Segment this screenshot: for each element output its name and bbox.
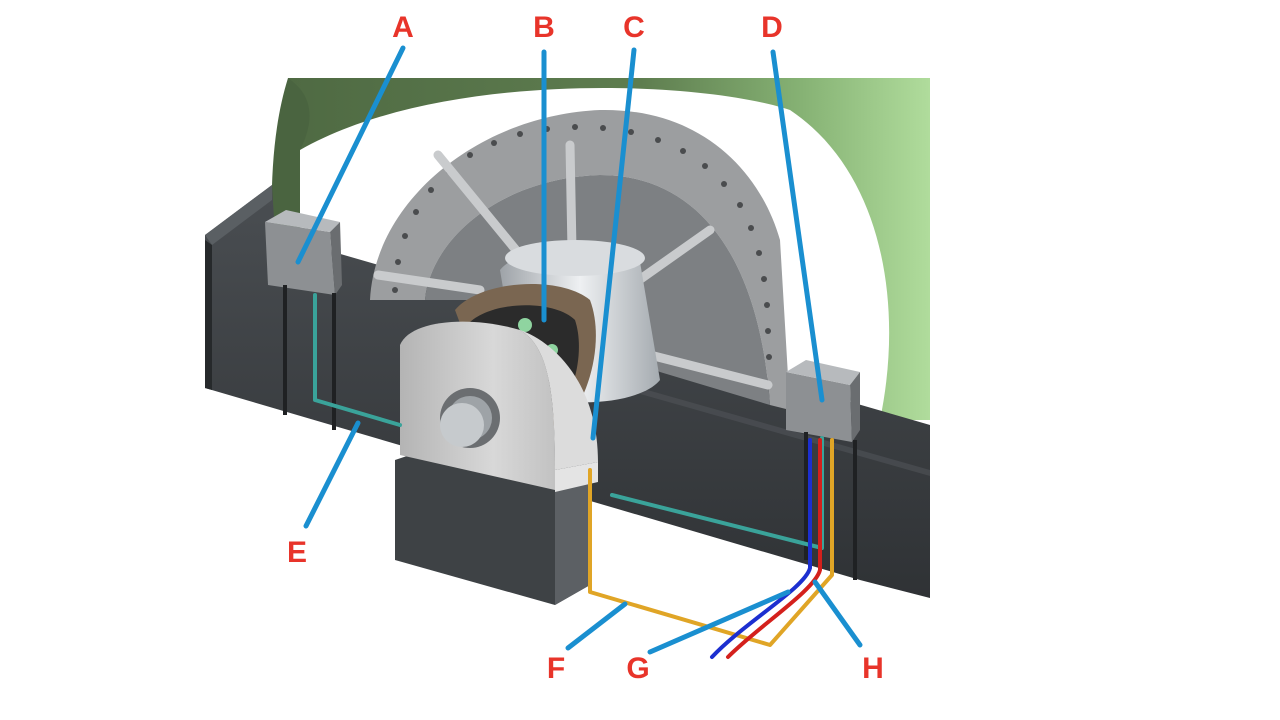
- orange-pipe: [588, 438, 834, 647]
- label-D: D: [761, 11, 783, 44]
- label-B: B: [533, 11, 555, 44]
- pipes-and-wires: [313, 293, 834, 659]
- leader-E: [303, 420, 361, 529]
- pedestal: [395, 321, 598, 605]
- generator-housing: [271, 78, 930, 420]
- junction-box-right: [786, 360, 860, 580]
- red-wire: [726, 438, 822, 659]
- bolt-holes: [392, 124, 772, 360]
- label-A: A: [392, 11, 414, 44]
- label-C: C: [623, 11, 645, 44]
- callout-labels: A B C D E F G H: [287, 11, 884, 685]
- leader-A: [295, 45, 406, 265]
- label-H: H: [862, 652, 884, 685]
- leader-C: [590, 47, 637, 441]
- label-E: E: [287, 536, 307, 569]
- leader-lines: [295, 45, 863, 655]
- leader-F: [565, 601, 628, 651]
- leader-G: [647, 589, 791, 655]
- blue-wire: [710, 438, 812, 659]
- label-F: F: [547, 652, 565, 685]
- leader-H: [812, 579, 863, 648]
- label-G: G: [626, 652, 649, 685]
- leader-D: [770, 49, 825, 403]
